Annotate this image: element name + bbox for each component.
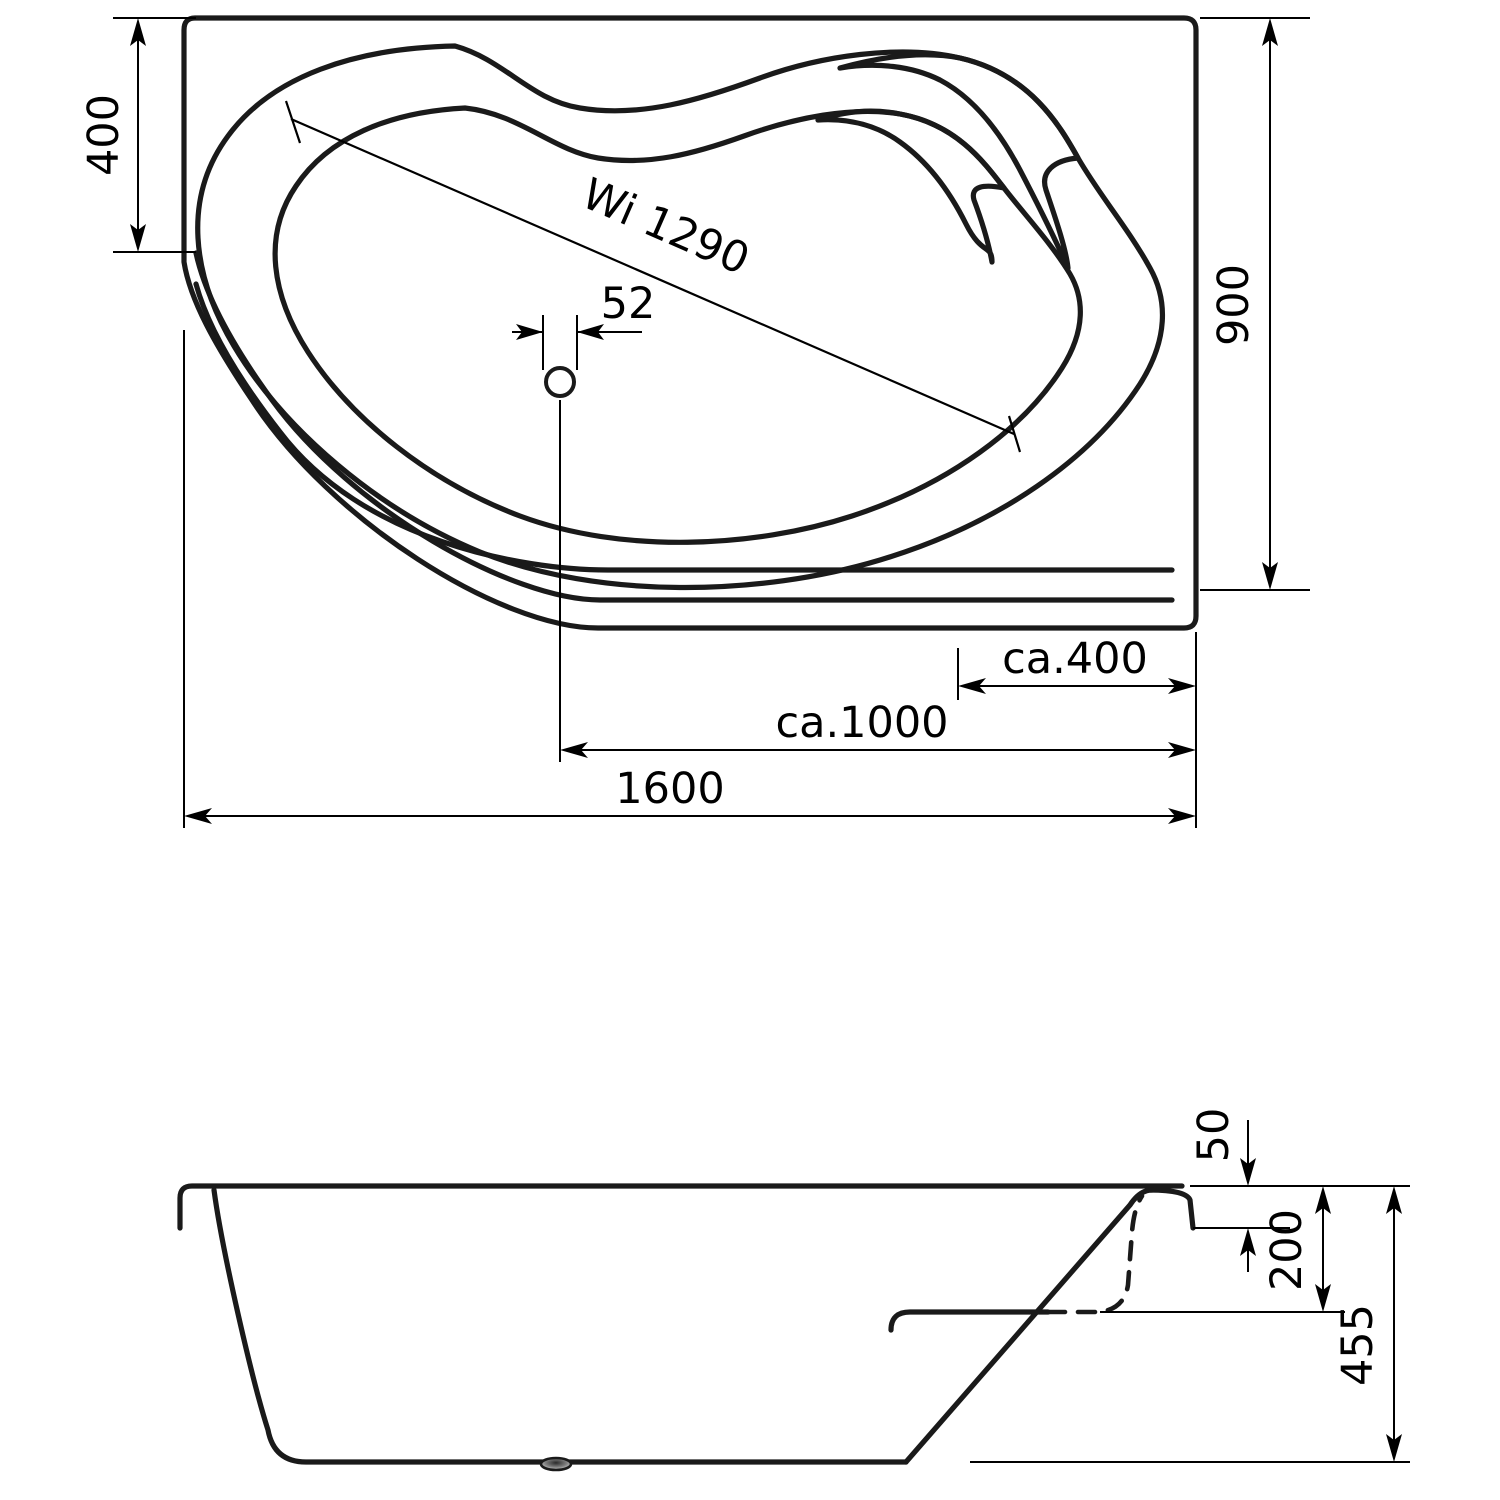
arrow-ca1000-right xyxy=(1168,742,1196,758)
arrow-52-left xyxy=(516,324,543,340)
arrow-200-up xyxy=(1315,1186,1331,1214)
section-hidden-backrest-curve xyxy=(1045,1193,1145,1315)
tub-apron-band-inner xyxy=(193,250,1175,603)
arrow-900-down xyxy=(1262,562,1278,590)
section-left-rim-lip xyxy=(177,1183,1185,1231)
tub-bowl-inner-outline xyxy=(272,105,1083,545)
section-dimensions-group: 50 200 455 xyxy=(970,1108,1410,1463)
headrest-inner-shape xyxy=(815,108,1007,265)
dim-label-200: 200 xyxy=(1262,1209,1312,1291)
section-armrest-ledge xyxy=(888,1309,1051,1333)
tub-apron-band-outer xyxy=(193,281,1175,573)
arrow-ca400-right xyxy=(1168,678,1196,694)
tub-well-outer-rim xyxy=(195,43,1166,591)
arrow-1600-left xyxy=(184,808,212,824)
section-view-group xyxy=(177,1183,1196,1472)
section-right-rim-lip xyxy=(1147,1187,1196,1231)
arrow-900-up xyxy=(1262,18,1278,46)
plan-view-group xyxy=(181,15,1199,631)
arrow-wi1290-end-tick xyxy=(1007,415,1022,453)
plan-dimensions-group: 400 900 Wi 1290 52 ca.400 xyxy=(79,17,1310,828)
arrow-455-up xyxy=(1386,1186,1402,1214)
dim-label-1600: 1600 xyxy=(615,764,724,814)
dim-label-wi1290: Wi 1290 xyxy=(575,169,757,285)
section-backrest-slope xyxy=(903,1187,1155,1465)
dim-label-400: 400 xyxy=(79,94,129,176)
arrow-400-up xyxy=(130,18,146,46)
headrest-outer-shape xyxy=(837,52,1081,271)
dim-label-900: 900 xyxy=(1209,264,1259,346)
arrow-ca1000-left xyxy=(560,742,588,758)
drain-outline xyxy=(544,366,576,398)
dim-label-455: 455 xyxy=(1333,1304,1383,1386)
arrow-50-down xyxy=(1240,1158,1256,1186)
section-drain-nub xyxy=(539,1456,573,1472)
tub-outer-outline xyxy=(181,15,1199,631)
arrow-ca400-left xyxy=(958,678,986,694)
arrow-wi1290-start-tick xyxy=(284,100,302,144)
arrow-50-up xyxy=(1240,1228,1256,1256)
dim-label-ca1000: ca.1000 xyxy=(775,698,948,748)
arrow-52-right xyxy=(577,324,604,340)
arrow-455-down xyxy=(1386,1434,1402,1462)
dim-label-52: 52 xyxy=(601,279,656,329)
arrow-1600-right xyxy=(1168,808,1196,824)
dim-label-ca400: ca.400 xyxy=(1002,634,1148,684)
dim-label-50: 50 xyxy=(1189,1108,1239,1163)
dimline-wi1290 xyxy=(290,117,1015,436)
arrow-200-down xyxy=(1315,1284,1331,1312)
arrow-400-down xyxy=(130,224,146,252)
section-left-inner-wall xyxy=(211,1187,909,1465)
